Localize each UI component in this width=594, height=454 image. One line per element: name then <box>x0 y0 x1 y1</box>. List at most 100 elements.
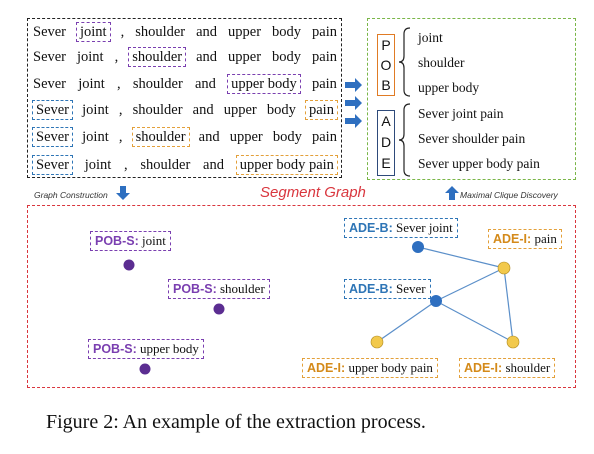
highlighted-token: Sever <box>32 155 74 175</box>
token: joint <box>78 76 105 92</box>
node-text: Sever <box>396 281 426 296</box>
token: pain <box>312 129 337 145</box>
tag: POB-S: <box>173 282 217 296</box>
sentence-row: Sever joint , shoulder and upper body pa… <box>32 46 338 68</box>
token: , <box>120 24 125 40</box>
node-label-ade-b-sever: ADE-B: Sever <box>344 279 431 299</box>
down-arrow-icon <box>116 186 130 200</box>
pob-letter: B <box>381 77 391 93</box>
pob-letter: O <box>380 57 392 73</box>
pob-indicator: P O B <box>377 34 395 96</box>
segment-graph-title: Segment Graph <box>260 184 366 201</box>
token: , <box>114 49 119 65</box>
token: Sever <box>33 24 67 40</box>
ade-letter: A <box>381 113 391 129</box>
node-text: shoulder <box>220 281 265 296</box>
node-label-pob-shoulder: POB-S: shoulder <box>168 279 270 299</box>
highlighted-token: upper body pain <box>235 155 338 175</box>
tag: POB-S: <box>95 234 139 248</box>
pob-entity: shoulder <box>418 55 465 70</box>
node-label-ade-i-shoulder: ADE-I: shoulder <box>459 358 556 378</box>
node-text: joint <box>142 233 166 248</box>
tag: ADE-I: <box>464 361 503 375</box>
token: and <box>196 24 218 40</box>
token: and <box>203 157 224 173</box>
token: body <box>272 24 302 40</box>
token: joint <box>82 129 109 145</box>
pob-letter: P <box>381 37 391 53</box>
results-box <box>367 18 576 180</box>
token: joint <box>84 157 112 173</box>
token: upper <box>229 129 263 145</box>
token: and <box>194 76 216 92</box>
sentence-row: Sever joint , shoulder and upper body pa… <box>32 73 338 95</box>
sentences-box <box>27 18 342 178</box>
segment-graph-box <box>27 205 576 388</box>
token: upper <box>228 49 262 65</box>
node-text: upper body pain <box>348 360 433 375</box>
highlighted-token: Sever <box>32 100 74 120</box>
token: Sever <box>33 76 67 92</box>
node-text: upper body <box>140 341 199 356</box>
node-label-ade-i-pain: ADE-I: pain <box>488 229 562 249</box>
right-arrow-icon <box>345 78 362 92</box>
sentence-row: Sever joint , shoulder and upper body pa… <box>32 99 338 121</box>
tag: ADE-I: <box>307 361 346 375</box>
token: and <box>192 102 214 118</box>
tag: ADE-B: <box>349 282 393 296</box>
highlighted-token: pain <box>305 100 338 120</box>
graph-construction-label: Graph Construction <box>34 190 108 200</box>
sentence-row: Sever joint , shoulder and upper body pa… <box>32 126 338 148</box>
maximal-clique-label: Maximal Clique Discovery <box>460 190 558 200</box>
token: shoulder <box>132 76 183 92</box>
ade-entity: Sever joint pain <box>418 106 504 121</box>
token: body <box>272 49 302 65</box>
ade-letter: D <box>380 134 392 150</box>
figure-caption: Figure 2: An example of the extraction p… <box>46 411 426 433</box>
token: body <box>266 102 296 118</box>
ade-entity: Sever upper body pain <box>418 156 540 171</box>
token: pain <box>311 76 337 92</box>
token: shoulder <box>135 24 186 40</box>
token: joint <box>82 102 109 118</box>
node-label-ade-i-upper-body-pain: ADE-I: upper body pain <box>302 358 438 378</box>
token: and <box>198 129 220 145</box>
token: , <box>118 129 123 145</box>
tag: ADE-I: <box>493 232 532 246</box>
token: pain <box>312 49 337 65</box>
token: shoulder <box>140 157 191 173</box>
pob-entity: upper body <box>418 80 480 95</box>
token: shoulder <box>132 102 183 118</box>
tag: POB-S: <box>93 342 137 356</box>
right-arrow-icons <box>345 78 362 128</box>
right-arrow-icon <box>345 114 362 128</box>
token: pain <box>312 24 337 40</box>
token: and <box>196 49 218 65</box>
sentence-row: Sever joint , shoulder and upper body pa… <box>32 21 338 43</box>
token: , <box>117 76 121 92</box>
tag: ADE-B: <box>349 221 393 235</box>
highlighted-token: upper body <box>227 74 301 94</box>
ade-entity: Sever shoulder pain <box>418 131 526 146</box>
token: body <box>272 129 302 145</box>
right-arrow-icon <box>345 96 362 110</box>
up-arrow-icon <box>445 186 459 200</box>
token: joint <box>77 49 104 65</box>
ade-letter: E <box>381 155 391 171</box>
highlighted-token: shoulder <box>128 47 187 67</box>
token: , <box>124 157 128 173</box>
highlighted-token: shoulder <box>131 127 190 147</box>
pob-entity: joint <box>418 30 443 45</box>
node-label-ade-b-sever-joint: ADE-B: Sever joint <box>344 218 458 238</box>
token: Sever <box>33 49 67 65</box>
highlighted-token: joint <box>76 22 111 42</box>
token: upper <box>228 24 262 40</box>
highlighted-token: Sever <box>32 127 74 147</box>
sentence-row: Sever joint , shoulder and upper body pa… <box>32 154 338 176</box>
node-text: shoulder <box>505 360 551 375</box>
node-text: Sever joint <box>396 220 453 235</box>
token: upper <box>223 102 257 118</box>
token: , <box>118 102 123 118</box>
node-text: pain <box>534 231 557 246</box>
node-label-pob-upper-body: POB-S: upper body <box>88 339 204 359</box>
